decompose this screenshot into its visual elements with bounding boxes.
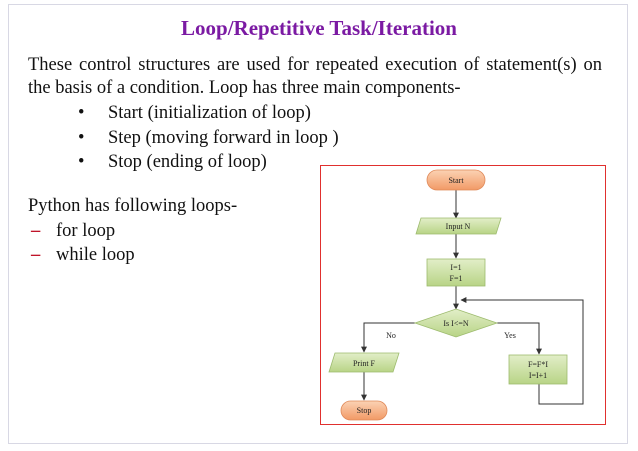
- bullet-icon: •: [78, 127, 85, 148]
- start-terminal: Start: [426, 169, 486, 191]
- loop-text: while loop: [56, 244, 135, 265]
- stop-label: Stop: [357, 406, 372, 415]
- stop-terminal: Stop: [340, 400, 388, 421]
- init-line-1: I=1: [450, 263, 461, 272]
- python-loops-intro: Python has following loops-: [28, 196, 238, 216]
- condition-label: Is I<=N: [443, 319, 468, 328]
- print-label: Print F: [353, 359, 376, 368]
- bullet-icon: •: [78, 103, 85, 123]
- slide-title: Loop/Repetitive Task/Iteration: [181, 16, 457, 40]
- list-item: –for loop: [28, 220, 135, 244]
- intro-paragraph: These control structures are used for re…: [28, 55, 602, 98]
- connector-condition-yes: [497, 322, 542, 355]
- component-text: Step (moving forward in loop ): [108, 127, 339, 148]
- dash-icon: –: [31, 221, 41, 241]
- input-label: Input N: [446, 222, 471, 231]
- factorial-flowchart: Start Input N I=1 F=1 Is I<=N No Yes Pri…: [320, 165, 606, 425]
- connector-loop-back: [460, 297, 584, 405]
- loop-text: for loop: [56, 221, 116, 241]
- loop-components-list: • Start (initialization of loop) • Step (m…: [78, 101, 339, 175]
- list-item: –while loop: [28, 244, 135, 268]
- print-node: Print F: [328, 352, 400, 373]
- python-loops-list: –for loop –while loop: [28, 220, 135, 267]
- connector-condition-no: [361, 322, 415, 353]
- condition-decision: Is I<=N: [413, 308, 499, 338]
- bullet-icon: •: [78, 152, 85, 172]
- no-branch-label: No: [386, 331, 396, 340]
- component-text: Start (initialization of loop): [108, 103, 311, 123]
- component-text: Stop (ending of loop): [108, 152, 267, 172]
- start-label: Start: [448, 176, 464, 185]
- list-item: • Step (moving forward in loop ): [78, 126, 339, 151]
- list-item: • Stop (ending of loop): [78, 150, 339, 175]
- init-process: I=1 F=1: [426, 258, 486, 287]
- list-item: • Start (initialization of loop): [78, 101, 339, 126]
- update-line-1: F=F*I: [528, 360, 548, 369]
- slide-frame: [8, 4, 628, 444]
- yes-branch-label: Yes: [504, 331, 516, 340]
- dash-icon: –: [31, 244, 41, 265]
- update-process: F=F*I I=I+1: [508, 354, 568, 385]
- update-line-2: I=I+1: [529, 371, 547, 380]
- input-node: Input N: [415, 217, 502, 235]
- flowchart-diagram: Start Input N I=1 F=1 Is I<=N No Yes Pri…: [328, 169, 584, 421]
- init-line-2: F=1: [450, 274, 463, 283]
